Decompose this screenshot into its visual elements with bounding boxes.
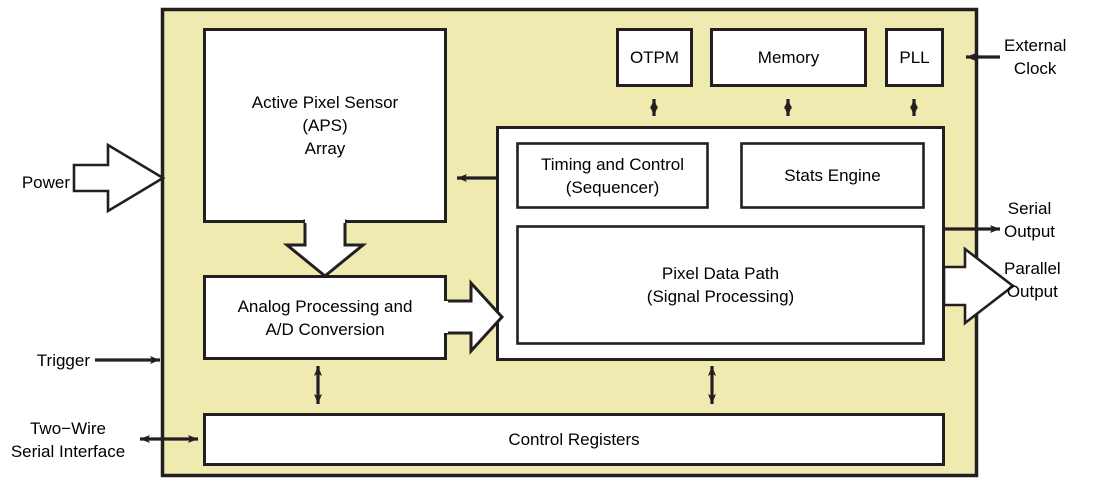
block-aps-array[interactable] (203, 28, 447, 223)
label-pll: PLL (899, 48, 930, 67)
label-parallel-output: Parallel Output (1004, 256, 1100, 303)
label-analog-processing-adc: Analog Processing and A/D Conversion (237, 296, 413, 339)
label-stats-engine: Stats Engine (784, 166, 881, 185)
label-otpm: OTPM (629, 48, 680, 67)
label-external-clock-text: External Clock (1004, 35, 1067, 78)
connector-aps-to-analog (282, 219, 368, 278)
connector-analog-to-datapath (444, 279, 505, 355)
io-arrow-power (72, 142, 166, 214)
block-otpm[interactable] (616, 28, 693, 87)
label-aps-array: Active Pixel Sensor (APS) Array (251, 93, 399, 158)
label-pixel-data-path: Pixel Data Path (Signal Processing) (646, 264, 795, 306)
label-power-text: Power (21, 173, 70, 192)
label-serial-output-text: Serial Output (1004, 198, 1056, 241)
label-external-clock: External Clock (1004, 33, 1100, 80)
io-arrow-parallel-output (942, 246, 1016, 326)
label-parallel-output-text: Parallel Output (1004, 258, 1061, 301)
label-power: Power (0, 162, 70, 194)
block-timing-and-control[interactable] (516, 142, 709, 209)
label-timing-and-control: Timing and Control (Sequencer) (541, 154, 684, 197)
block-control-registers[interactable] (203, 413, 945, 466)
label-trigger-text: Trigger (36, 350, 90, 370)
block-stats-engine[interactable] (740, 142, 925, 209)
label-two-wire-serial-interface-text: Two−Wire Serial Interface (10, 418, 126, 461)
label-two-wire-serial-interface: Two−Wire Serial Interface (0, 416, 136, 463)
block-memory[interactable] (710, 28, 867, 87)
block-pll[interactable] (885, 28, 944, 87)
block-analog-processing-adc[interactable] (203, 275, 447, 360)
label-memory: Memory (757, 48, 820, 67)
label-trigger: Trigger (0, 344, 90, 376)
block-pixel-data-path[interactable] (516, 225, 925, 345)
label-serial-output: Serial Output (1004, 196, 1094, 243)
label-control-registers: Control Registers (508, 430, 640, 449)
